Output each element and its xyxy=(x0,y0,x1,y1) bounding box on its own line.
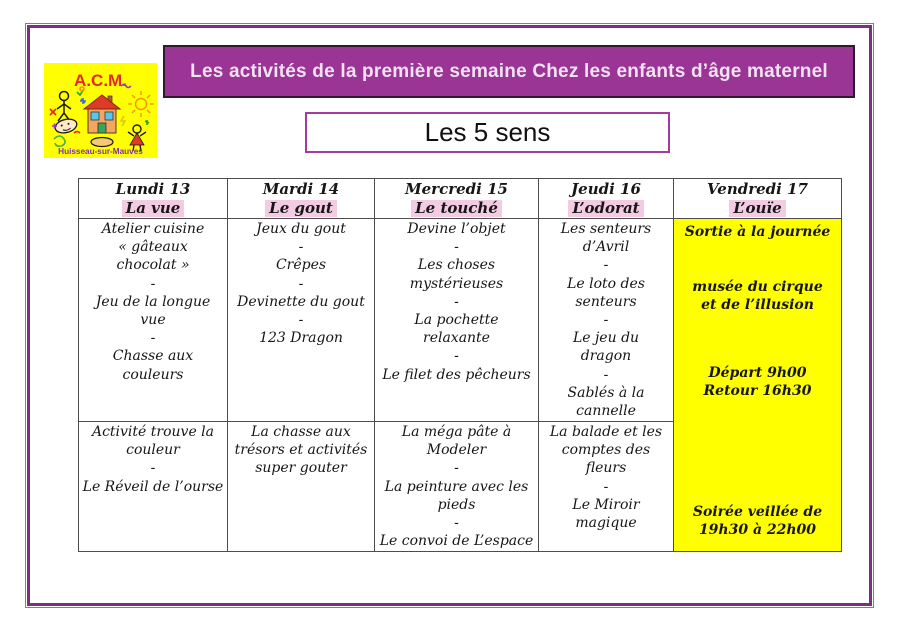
header-mardi: Mardi 14 Le gout xyxy=(227,178,375,219)
face-icon xyxy=(54,118,78,134)
activity-text: La méga pâte à Modeler - La peinture ave… xyxy=(379,424,534,550)
week-title: Les activités de la première semaine Che… xyxy=(190,60,828,82)
friday-times-label: Départ 9h00 Retour 16h30 xyxy=(703,364,812,399)
squiggles-decoration xyxy=(49,83,150,147)
afternoon-row: Activité trouve la couleur - Le Réveil d… xyxy=(78,421,842,553)
activity-text: La balade et les comptes des fleurs - Le… xyxy=(549,424,663,531)
page-border-frame xyxy=(25,23,874,608)
logo-acronym: A.C.M. xyxy=(74,71,127,90)
logo-drawing: A.C.M. xyxy=(44,63,157,158)
cell-mercredi-morning: Devine l’objet - Les choses mystérieuses… xyxy=(374,217,539,423)
header-row: Lundi 13 La vue Mardi 14 Le gout Mercred… xyxy=(78,178,842,219)
friday-trip-label: Sortie à la journée xyxy=(684,224,831,240)
cell-lundi-afternoon: Activité trouve la couleur - Le Réveil d… xyxy=(78,421,228,553)
header-mercredi: Mercredi 15 Le touché xyxy=(374,178,539,219)
logo-town-label: Huisseau-sur-Mauves xyxy=(58,147,143,156)
header-vendredi: Vendredi 17 L’ouïe xyxy=(673,178,842,219)
activity-text: Activité trouve la couleur - Le Réveil d… xyxy=(82,424,224,495)
platter-icon xyxy=(90,136,114,148)
cell-jeudi-afternoon: La balade et les comptes des fleurs - Le… xyxy=(538,421,674,553)
day-label: Mardi 14 xyxy=(262,180,340,198)
activity-text: Devine l’objet - Les choses mystérieuses… xyxy=(382,221,531,383)
cell-mercredi-afternoon: La méga pâte à Modeler - La peinture ave… xyxy=(374,421,539,553)
day-label: Mercredi 15 xyxy=(405,180,508,198)
activity-text: Jeux du gout - Crêpes - Devinette du gou… xyxy=(237,221,365,347)
day-label: Jeudi 16 xyxy=(571,180,641,198)
sense-label: Le gout xyxy=(265,200,337,217)
schedule-table: Lundi 13 La vue Mardi 14 Le gout Mercred… xyxy=(78,178,842,553)
cell-mardi-morning: Jeux du gout - Crêpes - Devinette du gou… xyxy=(227,217,375,423)
activity-text: Les senteurs d’Avril - Le loto des sente… xyxy=(560,221,652,419)
day-label: Vendredi 17 xyxy=(707,180,808,198)
day-label: Lundi 13 xyxy=(115,180,191,198)
sense-label: L’ouïe xyxy=(729,200,786,217)
cell-jeudi-morning: Les senteurs d’Avril - Le loto des sente… xyxy=(538,217,674,423)
house-icon xyxy=(82,94,122,134)
activity-text: La chasse aux trésors et activités super… xyxy=(234,424,368,477)
header-lundi: Lundi 13 La vue xyxy=(78,178,228,219)
friday-evening-label: Soirée veillée de 19h30 à 22h00 xyxy=(692,503,823,539)
sense-label: La vue xyxy=(121,200,185,217)
page-subtitle: Les 5 sens xyxy=(424,117,551,147)
header-jeudi: Jeudi 16 L’odorat xyxy=(538,178,674,219)
friday-venue-label: musée du cirque et de l’illusion xyxy=(692,279,823,314)
girl-figure-icon xyxy=(127,124,147,152)
cell-mardi-afternoon: La chasse aux trésors et activités super… xyxy=(227,421,375,553)
cell-lundi-morning: Atelier cuisine « gâteaux chocolat » - J… xyxy=(78,217,228,423)
sense-label: L’odorat xyxy=(568,200,644,217)
morning-row: Atelier cuisine « gâteaux chocolat » - J… xyxy=(78,217,842,553)
week-title-banner: Les activités de la première semaine Che… xyxy=(163,45,855,98)
subtitle-box: Les 5 sens xyxy=(305,112,670,153)
sense-label: Le touché xyxy=(411,200,502,217)
activity-text: Atelier cuisine « gâteaux chocolat » - J… xyxy=(95,221,211,383)
cell-vendredi-outing: Sortie à la journée musée du cirque et d… xyxy=(673,217,842,553)
sun-icon xyxy=(128,91,154,117)
acm-logo: A.C.M. xyxy=(44,63,157,158)
